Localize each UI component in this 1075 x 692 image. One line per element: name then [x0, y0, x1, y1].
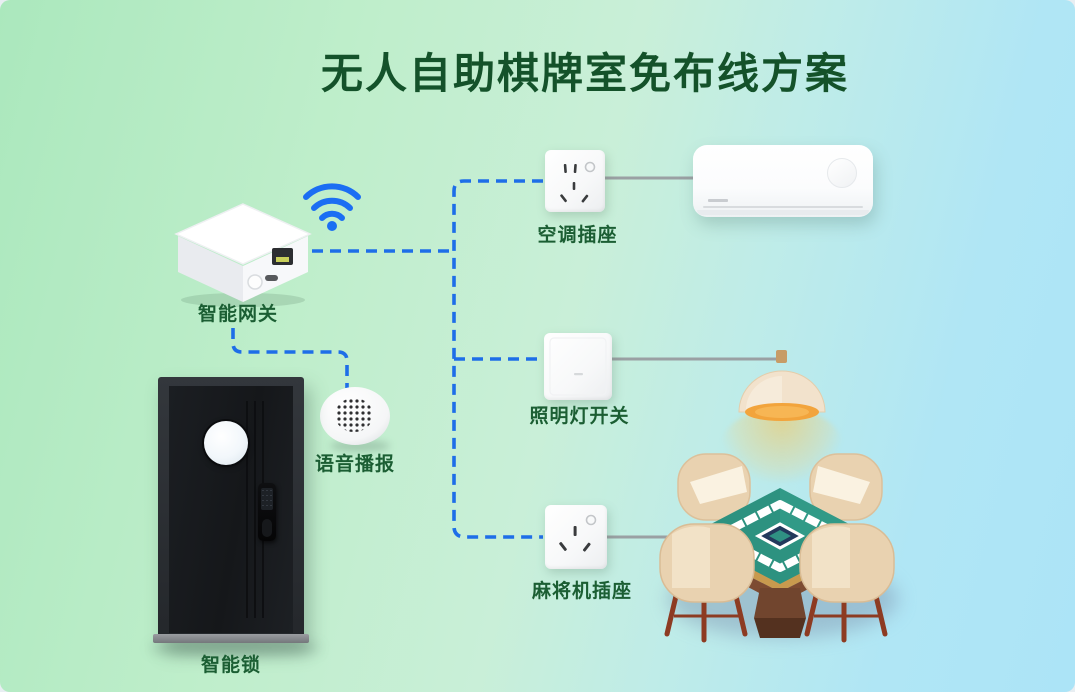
lock-keypad [261, 488, 273, 510]
air-conditioner [693, 145, 873, 217]
door-shadow [150, 640, 320, 656]
light-switch-label: 照明灯开关 [529, 406, 630, 427]
voice-label: 语音播报 [314, 454, 395, 475]
wired-lines [604, 176, 779, 539]
ac-indicator-ring [827, 158, 857, 188]
wireless-dashed-lines [231, 179, 543, 539]
back-right-chair [809, 453, 883, 521]
ac-brand-mark [708, 199, 728, 202]
dash-gateway-to-speaker [231, 328, 349, 388]
wall-switch [544, 333, 612, 400]
page-title: 无人自助棋牌室免布线方案 [320, 50, 849, 97]
wall-socket-3hole [545, 505, 607, 569]
mahjong-socket-label: 麻将机插座 [531, 581, 632, 602]
ac-vent-line [703, 206, 863, 208]
smart-lock-icon [258, 483, 276, 541]
wall-socket-5hole [545, 150, 605, 212]
gateway-label: 智能网关 [197, 304, 278, 325]
lock-handle [262, 519, 272, 537]
speaker-device [320, 387, 390, 445]
back-left-chair [677, 453, 751, 521]
gateway-device [174, 203, 312, 307]
pendant-lamp [738, 350, 826, 421]
door-grooves [245, 400, 248, 619]
mahjong-table-with-chairs [659, 453, 895, 643]
ac-socket-label: 空调插座 [537, 225, 618, 246]
lock-label: 智能锁 [200, 655, 261, 676]
ac-bottom-lip [697, 210, 869, 215]
front-left-chair [659, 523, 755, 643]
wifi-icon [303, 183, 361, 231]
door-with-smart-lock [153, 377, 309, 643]
door-round-window [204, 421, 248, 465]
front-right-chair [799, 523, 895, 643]
door-sill [153, 634, 309, 643]
